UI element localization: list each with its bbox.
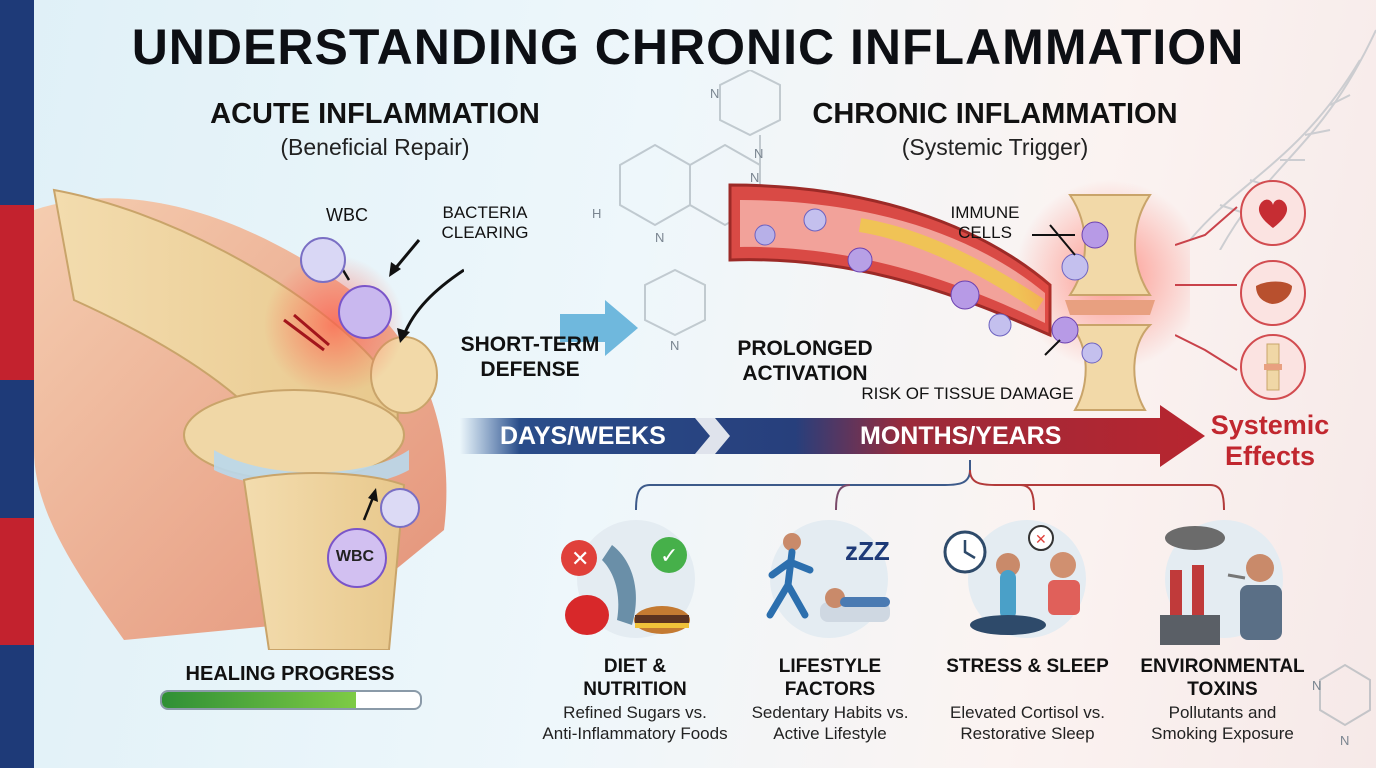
factory-icon [1160, 526, 1282, 645]
acute-heading: ACUTE INFLAMMATION [210, 98, 540, 130]
factor-title-stress: STRESS & SLEEP [946, 656, 1109, 677]
chronic-heading: CHRONIC INFLAMMATION [812, 98, 1178, 130]
wbc-label: WBC [326, 205, 368, 225]
days-weeks-label: DAYS/WEEKS [500, 422, 666, 450]
organ-circle [1240, 260, 1306, 326]
liver-icon [1256, 281, 1292, 304]
chronic-subheading: (Systemic Trigger) [901, 134, 1089, 160]
svg-text:✓: ✓ [660, 544, 678, 569]
heart-icon [1258, 199, 1288, 228]
short-term-arrow [560, 300, 638, 356]
systemic-effects-label: Systemic Effects [1210, 410, 1330, 471]
factor-connectors [635, 460, 1225, 511]
factor-desc-lifestyle: Sedentary Habits vs. Active Lifestyle [751, 703, 909, 743]
page-title: UNDERSTANDING CHRONIC INFLAMMATION [131, 19, 1245, 75]
immune-cells-label: IMMUNE CELLS [950, 203, 1020, 242]
svg-text:N: N [655, 230, 664, 245]
svg-text:N: N [750, 170, 759, 185]
svg-text:N: N [754, 146, 763, 161]
organ-connectors [1175, 206, 1238, 371]
environmental-illustration [1160, 520, 1283, 645]
timeline-arrow [460, 405, 1205, 467]
svg-text:zZZ: zZZ [845, 536, 890, 566]
short-term-label: SHORT-TERM DEFENSE [460, 333, 600, 381]
running-icon: zZZ [766, 533, 890, 622]
risk-label: RISK OF TISSUE DAMAGE [861, 384, 1074, 403]
edge-stripe-blue [0, 0, 34, 205]
artery-illustration [728, 180, 1190, 411]
factor-title-diet: DIET & NUTRITION [583, 656, 687, 700]
edge-stripe-red [0, 518, 34, 645]
factor-title-environmental: ENVIRONMENTAL TOXINS [1140, 656, 1305, 700]
knee-joint-illustration [34, 188, 464, 650]
joint-icon [1264, 343, 1282, 391]
bacteria-label: BACTERIA CLEARING [441, 203, 529, 242]
factor-desc-stress: Elevated Cortisol vs. Restorative Sleep [950, 703, 1105, 743]
svg-text:✕: ✕ [571, 547, 589, 572]
svg-text:N: N [670, 338, 679, 353]
meditation-icon: ✕ [943, 525, 1080, 635]
edge-stripe-blue [0, 645, 34, 768]
diet-illustration: ✕ ✓ [561, 520, 695, 638]
organ-circle [1240, 334, 1306, 400]
factor-title-lifestyle: LIFESTYLE FACTORS [778, 656, 882, 700]
svg-text:N: N [1312, 678, 1321, 693]
food-icon: ✕ ✓ [561, 537, 690, 635]
wbc-cell-icon [380, 488, 420, 528]
wbc-cell-icon [300, 237, 346, 283]
wbc-label: WBC [335, 548, 375, 565]
molecule-icon: N N [1312, 663, 1371, 748]
healing-progress-bar [160, 690, 422, 710]
svg-text:H: H [592, 206, 601, 221]
organ-circle [1240, 180, 1306, 246]
healing-progress-fill [162, 692, 356, 708]
factor-desc-diet: Refined Sugars vs. Anti-Inflammatory Foo… [542, 703, 728, 743]
factor-desc-environmental: Pollutants and Smoking Exposure [1151, 703, 1294, 743]
edge-stripe-blue [0, 380, 34, 518]
prolonged-activation-label: PROLONGED ACTIVATION [737, 337, 873, 385]
edge-stripe-red [0, 205, 34, 380]
months-years-label: MONTHS/YEARS [860, 422, 1062, 450]
acute-subheading: (Beneficial Repair) [280, 134, 470, 160]
wbc-cell-icon [327, 528, 387, 588]
svg-text:N: N [710, 86, 719, 101]
lifestyle-illustration: zZZ [766, 520, 890, 638]
stress-sleep-illustration: ✕ [943, 520, 1086, 638]
healing-progress-label: HEALING PROGRESS [185, 663, 395, 685]
svg-text:N: N [1340, 733, 1349, 748]
wbc-cell-icon [338, 285, 392, 339]
svg-text:✕: ✕ [1035, 532, 1047, 548]
